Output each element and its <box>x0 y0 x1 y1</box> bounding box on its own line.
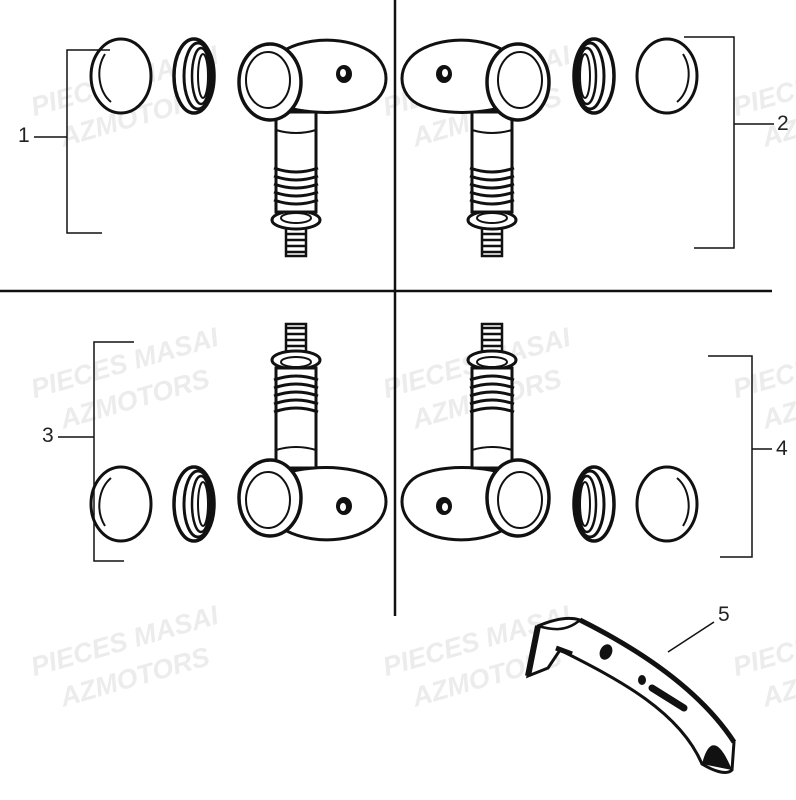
indicator-front-left <box>89 37 388 258</box>
callout-bracket-2 <box>684 36 774 249</box>
callout-bracket-4 <box>708 355 772 558</box>
callout-label-1: 1 <box>18 124 30 147</box>
mounting-bracket <box>525 616 737 774</box>
callout-bracket-3 <box>58 341 134 562</box>
callout-bracket-1 <box>34 49 110 234</box>
callout-label-4: 4 <box>776 437 788 460</box>
callout-label-2: 2 <box>777 112 789 135</box>
indicator-front-right <box>400 37 699 258</box>
callout-label-3: 3 <box>42 424 54 447</box>
indicator-rear-right <box>400 322 699 543</box>
callout-label-5: 5 <box>718 603 730 626</box>
indicator-rear-left <box>89 322 388 543</box>
callout-leader-5 <box>667 621 715 653</box>
